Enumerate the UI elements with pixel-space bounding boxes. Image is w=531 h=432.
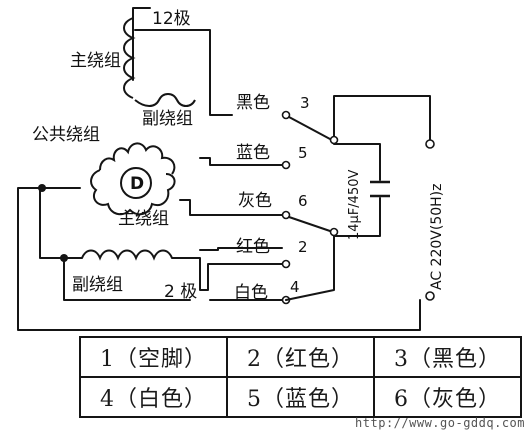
label-aux-winding-top: 副绕组: [142, 109, 193, 129]
junction-dot-upper: [38, 184, 46, 192]
table-cell: 6（灰色）: [373, 376, 522, 418]
motor-letter: D: [130, 174, 144, 194]
capacitor-lead-bottom: [333, 197, 381, 237]
watermark-url: http://www.go-gddq.com: [355, 416, 525, 430]
supply-mid-wire: [285, 235, 335, 301]
wire-color-black: 黑色: [236, 93, 270, 113]
label-main-winding-top: 主绕组: [70, 51, 121, 71]
label-common-winding: 公共绕组: [32, 125, 100, 145]
ac-terminal-top: [425, 139, 435, 149]
table-cell: 5（蓝色）: [226, 376, 375, 418]
table-cell: 4（白色）: [79, 376, 228, 418]
main-winding-top-coil: [123, 7, 151, 99]
link-gray: [288, 216, 331, 232]
red-lead: [199, 247, 283, 251]
wire-pin-2: 2: [298, 238, 308, 256]
aux-winding-bottom-coil: [63, 249, 283, 291]
wire-pin-5: 5: [298, 144, 308, 162]
blue-lead: [199, 157, 283, 166]
aux-winding-top-coil: [134, 93, 196, 107]
twelve-pole-lead: [134, 29, 233, 116]
ac-terminal-bottom: [425, 291, 435, 301]
table-row: 4（白色） 5（蓝色） 6（灰色）: [79, 376, 522, 418]
table-row: 1（空脚） 2（红色） 3（黑色）: [79, 336, 522, 378]
supply-top-wire: [333, 95, 431, 141]
link-black: [288, 116, 331, 140]
wire-pin-4: 4: [290, 278, 300, 296]
gray-lead: [179, 199, 283, 216]
label-aux-winding-bottom: 副绕组: [72, 275, 123, 295]
wire-color-gray: 灰色: [238, 191, 272, 211]
left-common-wire: [39, 187, 81, 259]
ac-supply-label: AC 220V(50H)z: [429, 184, 445, 290]
wire-color-red: 红色: [236, 237, 270, 257]
capacitor-label: 14μF/450V: [347, 170, 362, 240]
table-cell: 2（红色）: [226, 336, 375, 378]
wire-color-white: 白色: [234, 283, 268, 303]
bottom-aux-return: [63, 257, 191, 301]
label-twelve-pole: 12极: [152, 9, 191, 29]
label-main-winding-mid: 主绕组: [118, 209, 169, 229]
pin-color-table: 1（空脚） 2（红色） 3（黑色） 4（白色） 5（蓝色） 6（灰色）: [79, 336, 522, 418]
wire-pin-3: 3: [300, 94, 310, 112]
left-bus-wire: [17, 187, 421, 331]
label-two-pole: 2 极: [164, 282, 197, 302]
common-winding-coil: [90, 142, 176, 216]
table-cell: 1（空脚）: [79, 336, 228, 378]
wire-pin-6: 6: [298, 192, 308, 210]
wire-color-blue: 蓝色: [236, 143, 270, 163]
table-cell: 3（黑色）: [373, 336, 522, 378]
capacitor-lead-top: [333, 143, 381, 181]
terminal-block: [281, 110, 339, 305]
motor-symbol: [120, 167, 152, 199]
